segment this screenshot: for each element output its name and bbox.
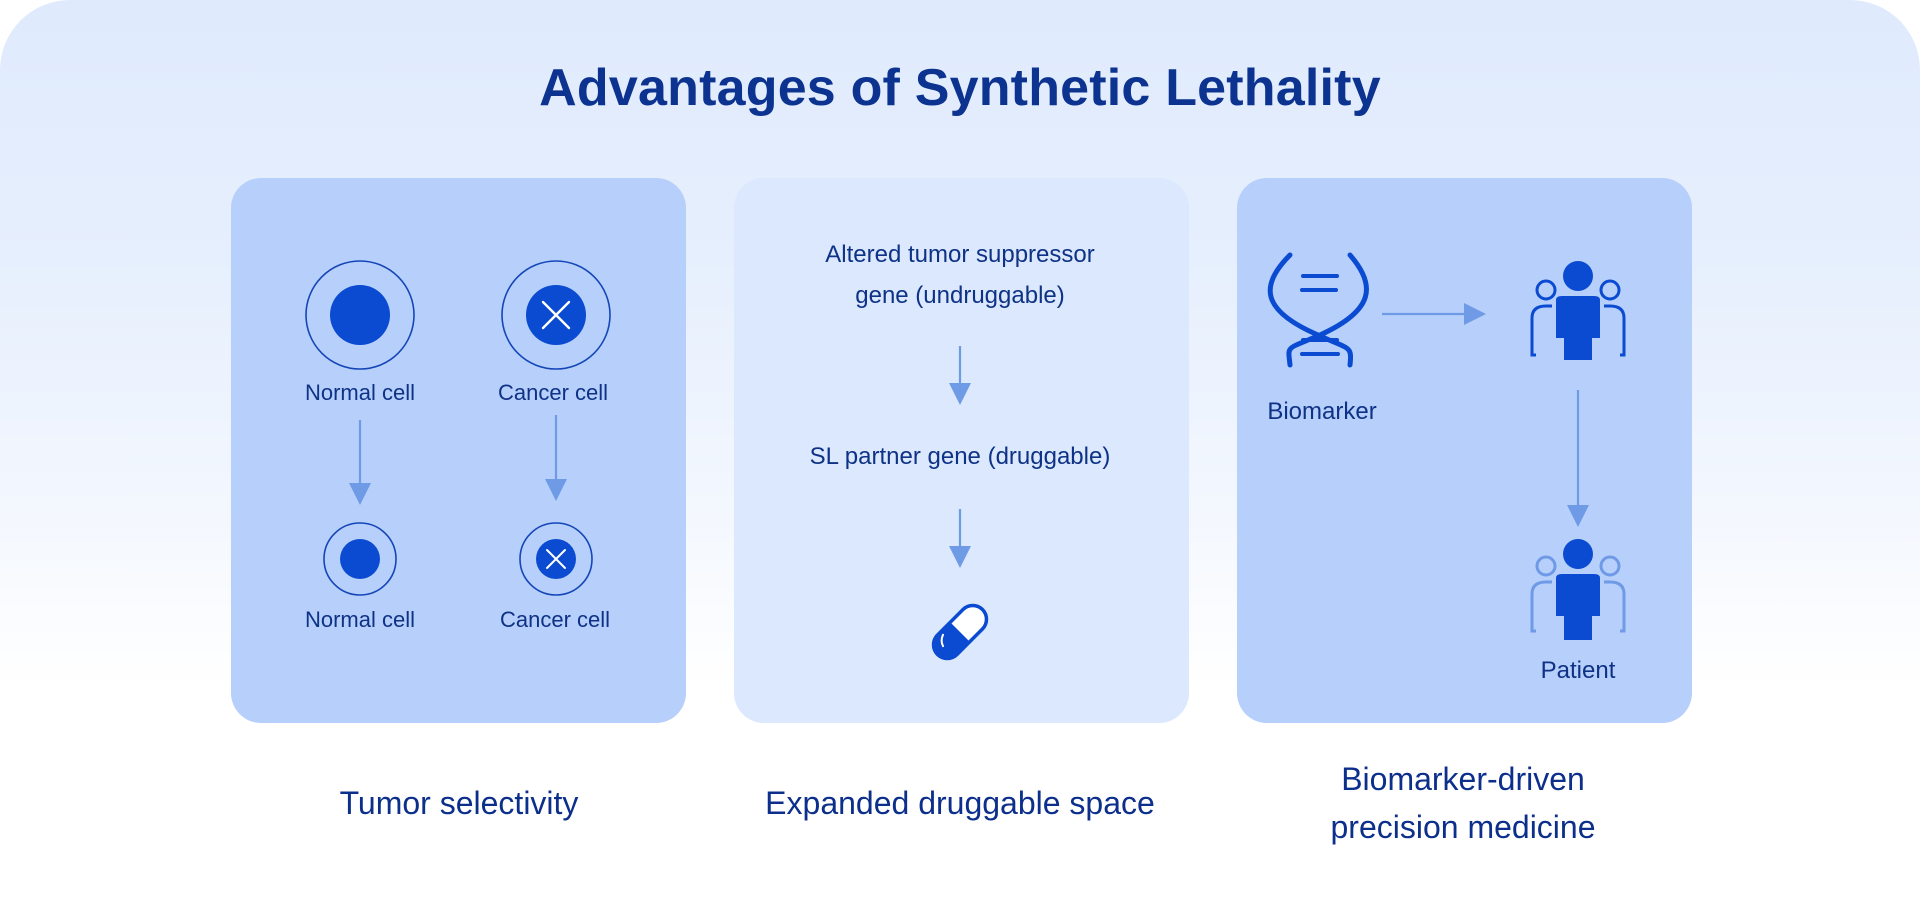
altered-gene-label-line2: gene (undruggable) <box>855 282 1065 309</box>
caption-tumor-selectivity: Tumor selectivity <box>339 785 579 821</box>
sl-partner-gene-label: SL partner gene (druggable) <box>809 443 1111 470</box>
cancer-cell-label: Cancer cell <box>499 607 611 632</box>
dna-icon <box>1267 252 1369 368</box>
panel-precision-medicine <box>1237 178 1692 723</box>
group-icon <box>1530 261 1626 360</box>
normal-cell-large-icon <box>305 260 415 370</box>
patient-label: Patient <box>1540 657 1616 684</box>
caption-expanded-druggable-space: Expanded druggable space <box>765 785 1155 821</box>
normal-cell-label: Normal cell <box>304 607 416 632</box>
page-title: Advantages of Synthetic Lethality <box>539 59 1381 117</box>
caption-precision-medicine-line1: Biomarker-driven <box>1341 761 1585 797</box>
pill-icon <box>931 603 989 661</box>
cancer-cell-small-icon <box>519 522 593 596</box>
panel-tumor-selectivity <box>231 178 686 723</box>
x-icon <box>541 300 571 330</box>
normal-cell-small-icon <box>323 522 397 596</box>
normal-cell-label: Normal cell <box>304 380 416 405</box>
cancer-cell-label: Cancer cell <box>497 380 609 405</box>
x-icon <box>546 549 566 569</box>
altered-gene-label-line1: Altered tumor suppressor <box>825 241 1095 268</box>
biomarker-label: Biomarker <box>1267 398 1377 425</box>
cancer-cell-large-icon <box>501 260 611 370</box>
group-icon <box>1530 539 1626 640</box>
caption-precision-medicine-line2: precision medicine <box>1330 809 1596 845</box>
